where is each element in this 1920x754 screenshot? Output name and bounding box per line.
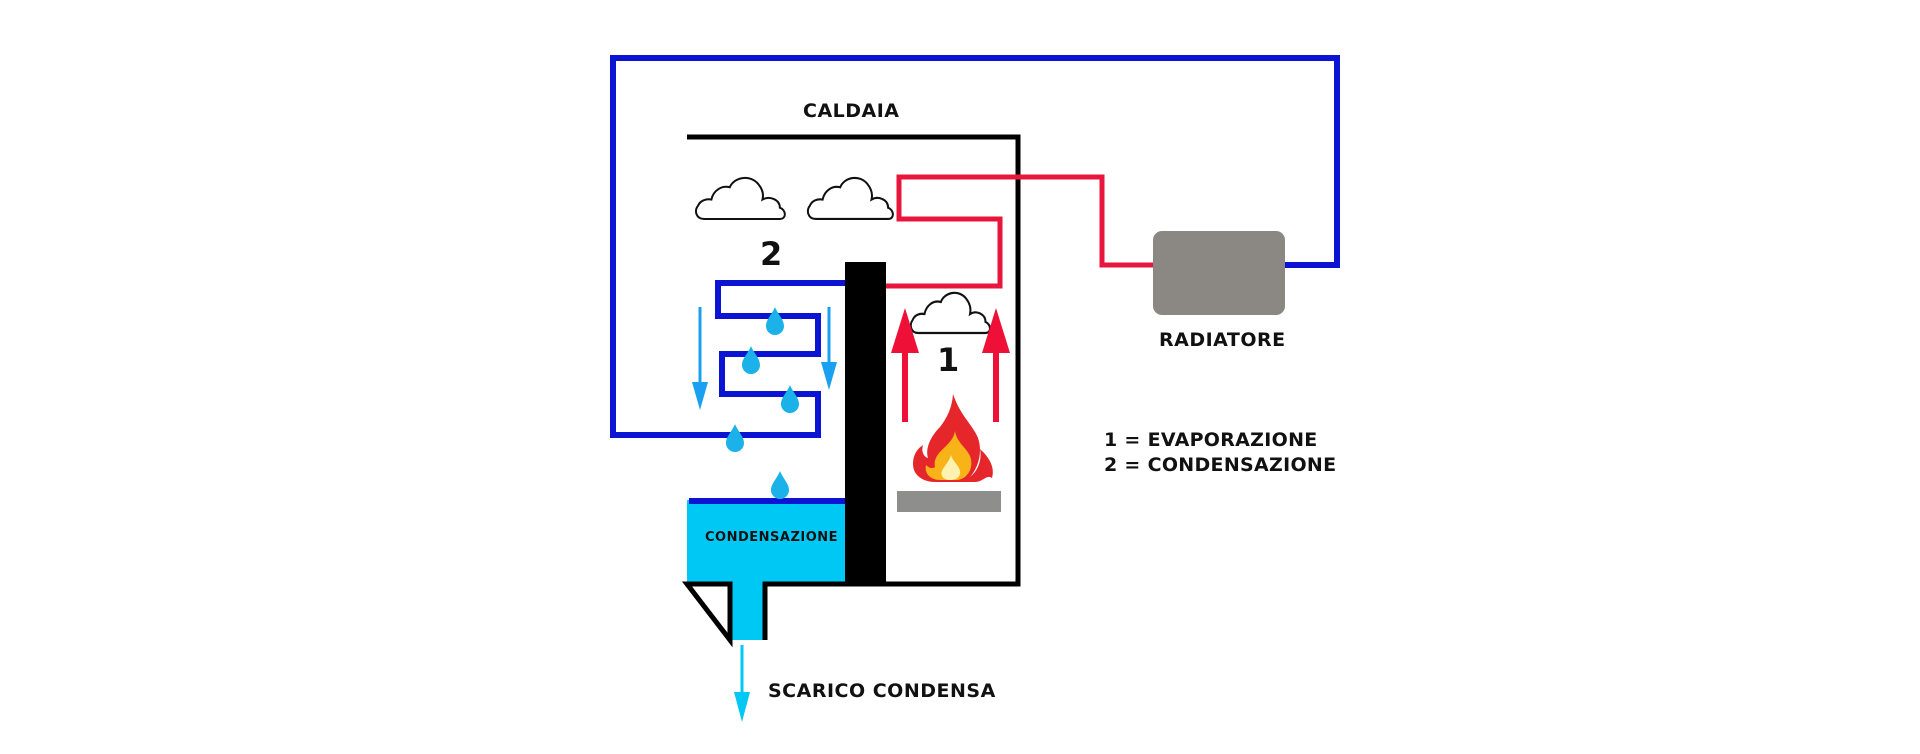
water-drop-icon [771,471,789,499]
flow-arrow-icon [821,307,837,390]
condensate-flow-arrows [692,307,837,722]
heat-arrow-icon [891,308,919,422]
water-drop-icon [781,385,799,413]
heat-arrow-icon [982,308,1010,422]
boiler-title: CALDAIA [803,100,900,122]
radiator-label: RADIATORE [1159,329,1286,351]
legend: 1 = EVAPORAZIONE 2 = CONDENSAZIONE [1104,428,1336,478]
drain-label: SCARICO CONDENSA [768,680,996,702]
zone-number-evaporation: 1 [937,341,960,379]
radiator [1153,231,1285,315]
drain-pipe-walls [727,584,768,640]
heat-exchanger-divider [845,262,886,582]
flow-arrow-icon [692,307,708,410]
condensate-tank [687,500,845,582]
zone-number-condensation: 2 [760,235,783,273]
steam-clouds [695,176,991,335]
supply-pipe [886,174,1155,289]
drain-pipe [730,582,765,640]
water-drop-icon [726,424,744,452]
drain-arrow-icon [734,645,750,722]
cloud-icon [806,176,894,221]
heat-arrows [891,308,1010,422]
water-drop-icon [742,346,760,374]
cloud-icon [909,291,991,335]
flame-icon [913,394,993,482]
return-pipe [610,55,1340,438]
water-drops [726,307,799,499]
water-drop-icon [766,307,784,335]
burner-plate [897,491,1001,512]
condensate-tank-label: CONDENSAZIONE [705,530,839,545]
legend-item-condensation: 2 = CONDENSAZIONE [1104,454,1337,476]
cloud-icon [695,177,786,220]
legend-item-evaporation: 1 = EVAPORAZIONE [1104,429,1318,451]
